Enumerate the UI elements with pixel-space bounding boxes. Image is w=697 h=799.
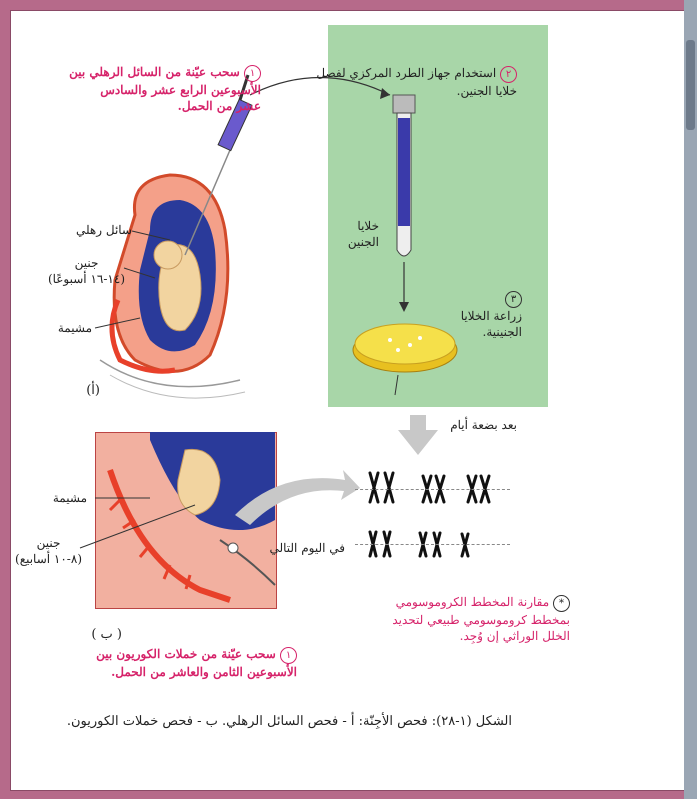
step-b1-label: ١ سحب عيّنة من خملات الكوريون بين الأسبو…: [96, 646, 297, 680]
compare-label: * مقارنة المخطط الكروموسومي بمخطط كروموس…: [392, 594, 570, 644]
part-b-label: ( ب ): [91, 626, 122, 644]
fetus-b-label: جنين (٨-١٠ أسابيع): [15, 535, 82, 567]
step-b1-number: ١: [280, 647, 297, 664]
after-days-label: بعد بضعة أيام: [450, 417, 517, 433]
figure-caption: الشكل (١-٢٨): فحص الأجِنّة: أ - فحص السا…: [67, 713, 512, 731]
placenta-b-label: مشيمة: [53, 490, 87, 506]
star-marker: *: [553, 595, 570, 612]
next-day-label: في اليوم التالي: [269, 540, 345, 556]
